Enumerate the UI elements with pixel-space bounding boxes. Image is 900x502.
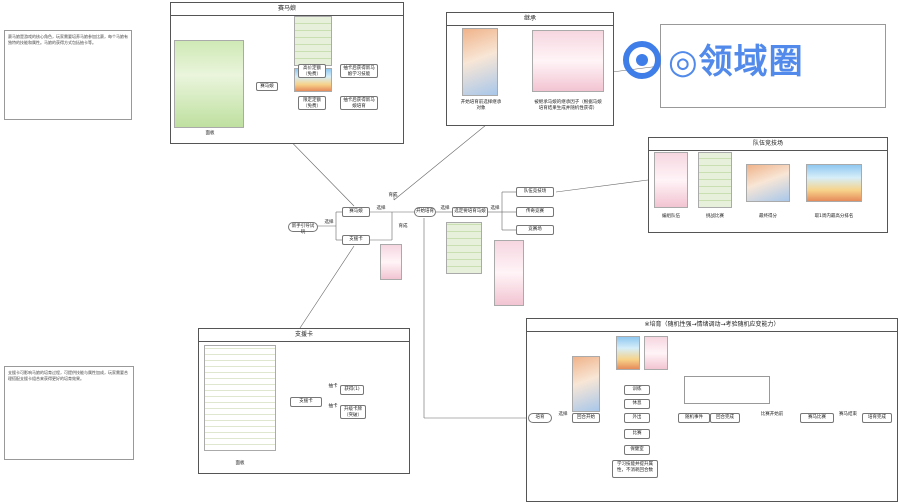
team-caption-1: 编组队伍	[662, 214, 680, 219]
inherit-screen-2	[532, 30, 604, 92]
support-note: 支援卡可影响马娘的培育过程，可提供技能与属性加成，玩家需要合理搭配支援卡组合来获…	[4, 366, 134, 460]
mode-team-node: 队伍竞技场	[516, 187, 554, 197]
inherit-screen-1	[462, 28, 498, 96]
support-select-screen	[380, 244, 402, 280]
pick-node: 开始培育	[414, 207, 436, 217]
start-node: 新手引导试玩	[288, 222, 318, 235]
gacha-res2-node: 抽卡后获得新马娘培育	[340, 96, 378, 110]
support-panel-caption: 面板	[235, 461, 245, 466]
train-event-node: 随机事件	[678, 413, 710, 423]
frame-team-title: 队伍竞技场	[649, 138, 887, 151]
train-opt4-node: 比赛	[624, 429, 650, 439]
train-start-node: 培育	[528, 413, 552, 423]
train-end-node: 培育完成	[862, 413, 892, 423]
edge-label-8: 抽卡	[328, 404, 338, 409]
edge-label-10: 比赛开始前	[760, 412, 784, 417]
uma-node: 赛马娘	[342, 207, 370, 217]
edge-label-4: 选择	[490, 206, 500, 211]
inherit-caption-2: 被继承马娘的继承因子（根据马娘培育结果生成并随机性获得）	[534, 100, 602, 111]
gacha-res1-node: 抽卡后获得新马娘学习技能	[340, 64, 378, 78]
team-caption-3: 最终得分	[759, 214, 777, 219]
gacha-panel-caption: 面板	[205, 131, 215, 136]
edge-label-5: 育成	[388, 193, 398, 198]
train-note-node: 学习技能并提升属性，不消耗回合数	[612, 460, 658, 478]
frame-inherit-title: 继承	[447, 13, 613, 26]
frame-gacha-title: 赛马娘	[171, 3, 403, 16]
inherit-caption-1: 开始培育前选择继承对象	[460, 100, 502, 111]
mode-room-node: 竞赛场	[516, 225, 554, 235]
logo-text: ◎领域圈	[668, 42, 804, 82]
gacha-opt1-node: 高价定额（免费）	[298, 64, 326, 78]
train-turn-node: 回合完成	[710, 413, 740, 423]
edge-label-11: 赛马结束	[839, 412, 857, 417]
mode-event-node: 传奇竞赛	[516, 207, 554, 217]
edge-label-6: 育成	[398, 224, 408, 229]
edge-label-1: 选择	[324, 220, 334, 225]
gacha-opt2-node: 限定定额（免费）	[298, 96, 326, 110]
support-res1-node: 获得(1)	[340, 385, 364, 395]
team-screen-2	[698, 152, 732, 208]
gacha-uma-node: 赛马娘	[256, 82, 278, 91]
frame-support-title: 支援卡	[199, 329, 409, 342]
choose-screen-2	[494, 240, 524, 306]
edge-label-2: 选择	[376, 206, 386, 211]
training-screen-2	[616, 336, 640, 370]
frame-training-title: ※培育（随机性强→情绪调动→考验随机应变能力）	[527, 319, 897, 332]
edge-team	[555, 179, 649, 193]
train-opt1-node: 训练	[624, 385, 650, 395]
train-opt3-node: 外出	[624, 413, 650, 423]
edge-inherit	[393, 124, 487, 201]
choose-screen-1	[446, 222, 482, 274]
team-caption-2: 挑战比赛	[706, 214, 724, 219]
team-screen-3	[746, 164, 790, 202]
support-panel-screenshot	[204, 345, 276, 451]
train-opt5-node: 保健室	[624, 445, 650, 455]
choose-node: 选定要培育马娘	[452, 207, 488, 217]
support-node: 支援卡	[342, 235, 370, 245]
edge-label-3: 选择	[440, 206, 450, 211]
training-screen-3	[644, 336, 668, 370]
train-opt2-node: 休息	[624, 399, 650, 409]
edge-label-7: 抽卡	[328, 384, 338, 389]
gacha-screen-1	[294, 16, 332, 66]
train-race-node: 赛马比赛	[800, 413, 834, 423]
support-sup-node: 支援卡	[290, 397, 322, 407]
team-caption-4: 取1周内最高分排名	[814, 214, 854, 219]
gacha-note: 赛马娘是游戏的核心角色，玩家需要培养马娘参加比赛，每个马娘有独特的技能和属性。马…	[4, 30, 132, 120]
gacha-panel-screenshot	[174, 40, 244, 128]
edge-label-9: 选择	[558, 412, 568, 417]
edge-support	[299, 245, 355, 329]
support-res2-node: 升级卡牌（突破）	[340, 405, 366, 419]
logo-note	[660, 24, 886, 108]
team-screen-1	[654, 152, 688, 208]
train-choose-node: 回合开始	[572, 413, 600, 423]
train-info-box	[684, 376, 770, 404]
training-screen-1	[572, 356, 600, 412]
logo-icon	[623, 41, 661, 79]
team-screen-4	[806, 164, 862, 202]
